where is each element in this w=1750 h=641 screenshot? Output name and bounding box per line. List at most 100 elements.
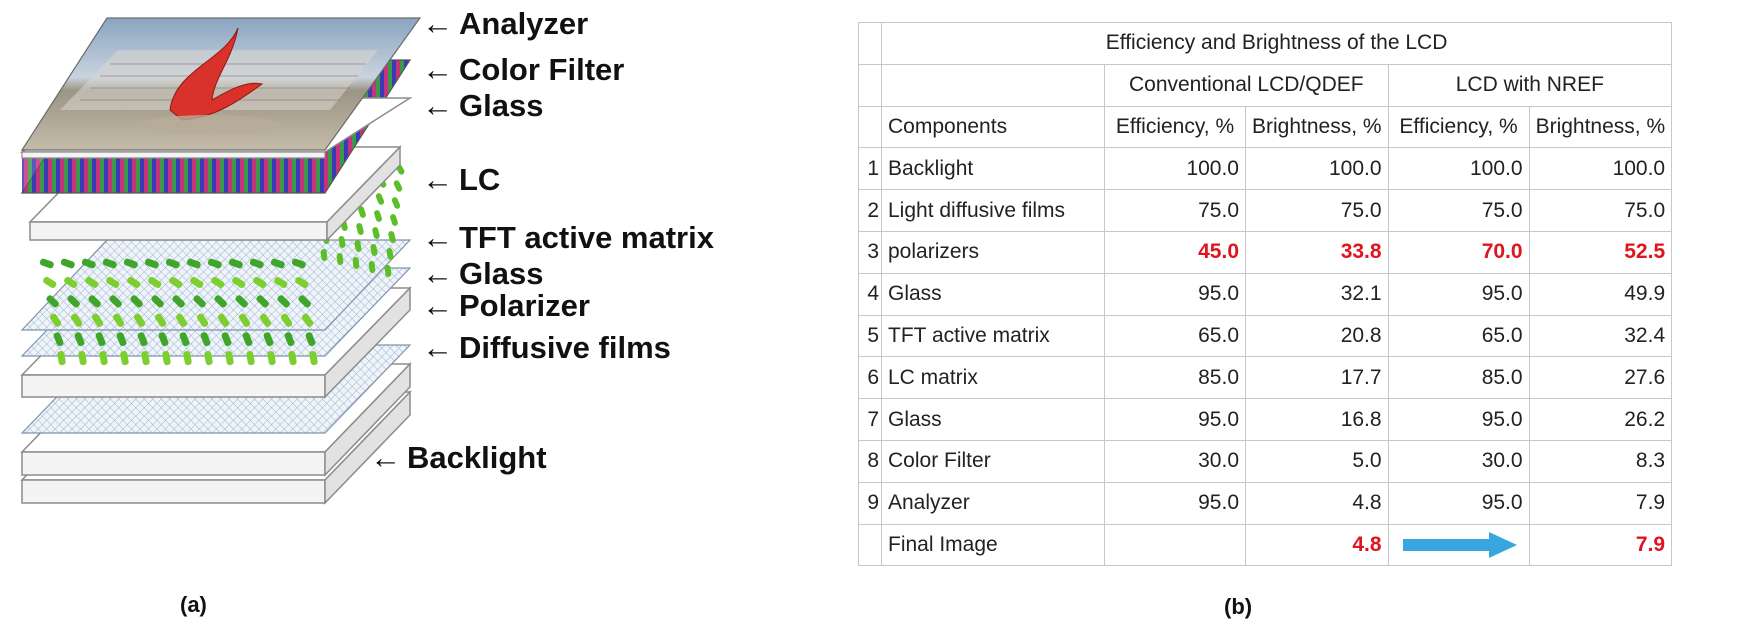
lc-molecule [49,313,62,327]
lc-molecule [169,276,183,288]
lc-molecule [148,276,162,288]
lc-molecule [123,258,138,269]
label-tft-active-matrix: ←TFT active matrix [422,220,714,255]
column-header: Brightness, % [1528,105,1673,149]
arrow-icon: ← [422,88,453,123]
label-glass-top: ←Glass [422,88,544,123]
lc-molecule [277,295,290,308]
lc-molecule [338,236,346,248]
row-index: 7 [858,398,882,441]
lc-molecule [78,351,87,366]
label-analyzer: ←Analyzer [422,6,589,41]
label-color-filter: ←Color Filter [422,52,625,87]
lc-molecule [130,295,143,308]
lc-molecule [162,351,171,366]
lc-molecule [64,276,78,288]
label-backlight: ←Backlight [370,440,547,475]
lc-molecule [165,258,180,269]
conv-brightness: 4.8 [1245,481,1389,525]
lc-molecule [221,332,232,347]
lc-molecule [267,351,276,366]
lc-molecule [295,276,309,288]
conv-brightness: 16.8 [1245,398,1389,441]
lc-molecule [141,351,150,366]
lc-molecule [253,276,267,288]
lc-molecule [242,332,253,347]
lc-molecule [193,295,206,308]
nref-efficiency: 95.0 [1387,481,1530,525]
lc-molecule [67,295,80,308]
lc-molecule [259,313,272,327]
nref-efficiency: 95.0 [1387,272,1530,316]
lc-molecule [217,313,230,327]
nref-brightness: 32.4 [1528,314,1673,358]
row-index: 8 [858,439,882,483]
row-index: 5 [858,314,882,358]
conv-brightness: 33.8 [1245,230,1389,274]
lc-molecule [370,244,378,256]
column-header: Efficiency, % [1387,105,1530,149]
lc-molecule [352,257,360,269]
nref-brightness: 49.9 [1528,272,1673,316]
final-image-label: Final Image [881,523,1105,567]
conv-efficiency: 95.0 [1104,481,1246,525]
lc-molecule [43,276,57,288]
component-name: polarizers [881,230,1105,274]
lc-molecule [309,351,318,366]
conv-efficiency: 95.0 [1104,272,1246,316]
lc-molecule [91,313,104,327]
lc-molecule [186,258,201,269]
lc-molecule [225,351,234,366]
lc-molecule [74,332,85,347]
conv-efficiency: 45.0 [1104,230,1246,274]
lc-molecule [288,351,297,366]
nref-efficiency: 100.0 [1387,147,1530,191]
column-header: Brightness, % [1245,105,1389,149]
lc-molecule [298,295,311,308]
lc-molecule [46,295,59,308]
label-polarizer: ←Polarizer [422,288,590,323]
nref-efficiency: 85.0 [1387,356,1530,400]
lc-molecule [211,276,225,288]
arrow-icon: ← [422,330,453,365]
lc-molecule [354,240,362,252]
lc-molecule [179,332,190,347]
lc-molecule [88,295,101,308]
conv-efficiency: 85.0 [1104,356,1246,400]
row-index: 2 [858,189,882,232]
column-header-row: Components Efficiency, % Brightness, % E… [858,105,1673,149]
arrow-icon: ← [422,220,453,255]
conv-brightness: 5.0 [1245,439,1389,483]
component-name: Glass [881,398,1105,441]
lc-molecule [109,295,122,308]
final-nref-brightness: 7.9 [1528,523,1673,567]
caption-b: (b) [1224,594,1253,619]
lc-molecule [85,276,99,288]
nref-efficiency: 70.0 [1387,230,1530,274]
component-name: Light diffusive films [881,189,1105,232]
arrow-icon: ← [422,6,453,41]
conv-efficiency: 30.0 [1104,439,1246,483]
lc-molecule [200,332,211,347]
row-index: 1 [858,147,882,191]
lc-molecule [207,258,222,269]
arrow-icon: ← [422,256,453,291]
lc-molecule [154,313,167,327]
lc-molecule [386,248,394,260]
nref-efficiency: 95.0 [1387,398,1530,441]
lc-molecule [256,295,269,308]
caption-a: (a) [180,592,207,617]
analyzer-image-layer [20,17,422,151]
lc-molecule [374,210,382,222]
lc-molecule [57,351,66,366]
lc-molecule [291,258,306,269]
lc-molecule [196,313,209,327]
lc-molecule [81,258,96,269]
lc-molecule [116,332,127,347]
lc-molecule [158,332,169,347]
